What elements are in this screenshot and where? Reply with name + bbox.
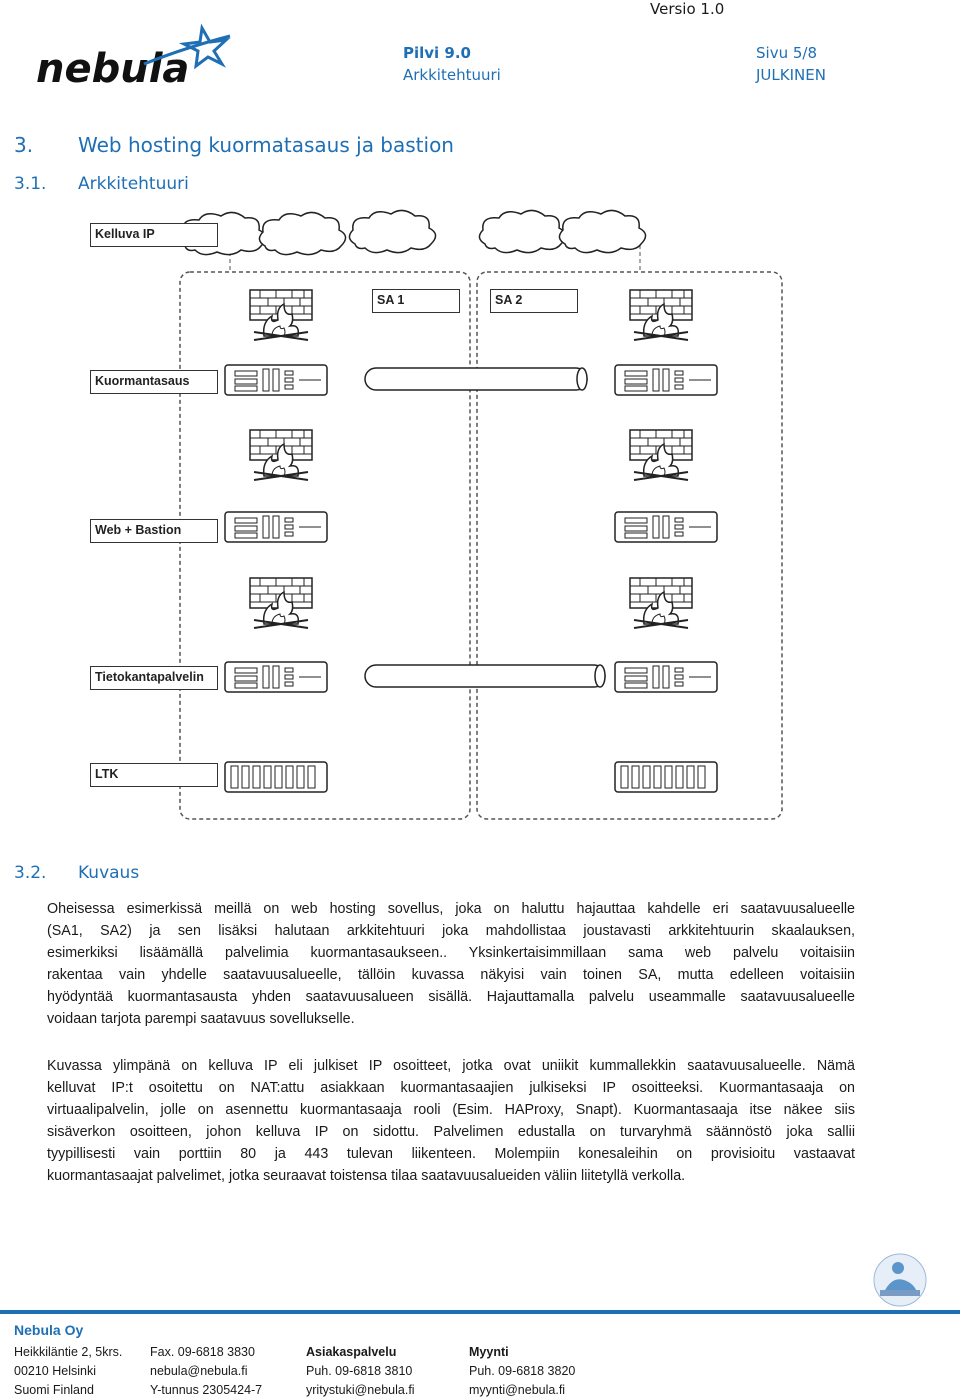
footer-illustration [840, 1240, 950, 1310]
server-icon [614, 511, 718, 543]
cloud-icon [258, 211, 347, 256]
label-sa2: SA 2 [490, 289, 578, 313]
text-line: sisäverkon osoitteen, johon kelluva IP o… [47, 1124, 855, 1140]
text-line: tyypillisesti vain porttiin 80 ja 443 tu… [47, 1146, 855, 1162]
firewall-icon [629, 289, 693, 341]
section-3-title: Web hosting kuormatasaus ja bastion [78, 133, 454, 157]
paragraph-1: Oheisessa esimerkissä meillä on web host… [47, 898, 855, 1030]
text-line: esimerkiksi lisäämällä palvelimia kuorma… [47, 945, 855, 961]
footer-col-contact: Fax. 09-6818 3830 nebula@nebula.fi Y-tun… [150, 1343, 262, 1400]
section-31-number: 3.1. [14, 174, 47, 194]
footer-line: Puh. 09-6818 3820 [469, 1364, 576, 1378]
nebula-logo: nebula [34, 18, 244, 92]
label-floating-ip: Kelluva IP [90, 223, 218, 247]
footer-sales-title: Myynti [469, 1345, 509, 1359]
storage-icon [614, 761, 718, 793]
footer-line: Puh. 09-6818 3810 [306, 1364, 413, 1378]
footer-line: Suomi Finland [14, 1383, 94, 1397]
footer-line: Y-tunnus 2305424-7 [150, 1383, 263, 1397]
label-web-bastion: Web + Bastion [90, 519, 218, 543]
label-db-server: Tietokantapalvelin [90, 666, 218, 690]
footer-col-sales: Myynti Puh. 09-6818 3820 myynti@nebula.f… [469, 1343, 575, 1400]
label-load-balancer: Kuormantasaus [90, 370, 218, 394]
firewall-icon [249, 429, 313, 481]
doc-title: Arkkitehtuuri [403, 66, 501, 84]
text-line: kelluvat IP:t osoitettu on NAT:attu asia… [47, 1080, 855, 1096]
footer-rule [0, 1310, 960, 1314]
logo-wordmark: nebula [36, 46, 189, 90]
label-sa1: SA 1 [372, 289, 460, 313]
cloud-icon [558, 209, 647, 254]
footer-col-address: Heikkiläntie 2, 5krs. 00210 Helsinki Suo… [14, 1343, 122, 1400]
footer-line: yritystuki@nebula.fi [306, 1383, 415, 1397]
pipe-icon [364, 367, 588, 391]
firewall-icon [629, 577, 693, 629]
firewall-icon [249, 289, 313, 341]
server-icon [614, 661, 718, 693]
footer-col-support: Asiakaspalvelu Puh. 09-6818 3810 yrityst… [306, 1343, 415, 1400]
server-icon [224, 364, 328, 396]
text-line: rakentaa vain yhdelle saatavuusalueelle,… [47, 967, 855, 983]
section-31-title: Arkkitehtuuri [78, 174, 189, 194]
footer-company: Nebula Oy [14, 1322, 84, 1338]
paragraph-2: Kuvassa ylimpänä on kelluva IP eli julki… [47, 1055, 855, 1187]
product-name: Pilvi 9.0 [403, 44, 471, 62]
server-icon [224, 511, 328, 543]
page-number: Sivu 5/8 [756, 44, 817, 62]
footer-line: Fax. 09-6818 3830 [150, 1345, 255, 1359]
text-line: (SA1, SA2) ja sen lisäksi halutaan arkki… [47, 923, 855, 939]
footer-line: nebula@nebula.fi [150, 1364, 248, 1378]
firewall-icon [629, 429, 693, 481]
storage-icon [224, 761, 328, 793]
pipe-icon [364, 664, 606, 688]
section-3-number: 3. [14, 133, 34, 157]
architecture-diagram: Kelluva IP SA 1 SA 2 Kuormantasaus Web +… [85, 200, 800, 825]
text-line: kuormantasaajat palvelimet, jotka seuraa… [47, 1168, 686, 1184]
text-line: virtuaalipalvelin, jolle on asennettu ku… [47, 1102, 855, 1118]
text-line: Oheisessa esimerkissä meillä on web host… [47, 901, 855, 917]
footer-line: 00210 Helsinki [14, 1364, 96, 1378]
footer-line: Heikkiläntie 2, 5krs. [14, 1345, 123, 1359]
star-icon [178, 23, 231, 70]
firewall-icon [249, 577, 313, 629]
footer-support-title: Asiakaspalvelu [306, 1345, 397, 1359]
cloud-icon [348, 209, 437, 254]
server-icon [614, 364, 718, 396]
label-ltk: LTK [90, 763, 218, 787]
text-line: hyödyntää kuormantasausta yhden saatavuu… [47, 989, 855, 1005]
footer-line: myynti@nebula.fi [469, 1383, 566, 1397]
version-label: Versio 1.0 [650, 0, 725, 18]
text-line: voidaan tarjota parempi saatavuus sovell… [47, 1011, 355, 1027]
section-32-title: Kuvaus [78, 863, 140, 883]
classification: JULKINEN [756, 66, 826, 84]
section-32-number: 3.2. [14, 863, 47, 883]
cloud-icon [478, 209, 567, 254]
text-line: Kuvassa ylimpänä on kelluva IP eli julki… [47, 1058, 855, 1074]
server-icon [224, 661, 328, 693]
